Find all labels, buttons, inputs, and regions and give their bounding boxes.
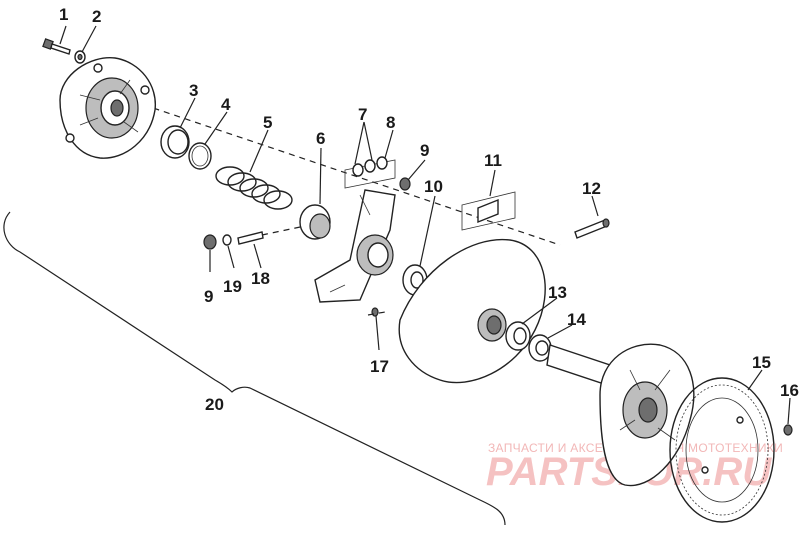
callout-2: 2: [92, 7, 101, 26]
callout-18: 18: [251, 269, 270, 288]
leader-lines: [59, 25, 791, 425]
part-19-washer: [222, 234, 232, 246]
callout-15: 15: [752, 353, 771, 372]
callout-9-lower: 9: [204, 287, 213, 306]
part-17-pin: [367, 307, 386, 317]
part-16-screw: [783, 424, 793, 436]
part-13-washer: [505, 321, 531, 351]
callout-11: 11: [484, 151, 502, 170]
part-9-nut-upper: [399, 177, 411, 191]
part-5-spring: [215, 166, 293, 210]
part-6-roller: [299, 204, 331, 240]
part-1-bolt: [42, 38, 71, 55]
callout-19: 19: [223, 277, 242, 296]
part-18-bolt: [237, 225, 306, 245]
callout-12: 12: [582, 179, 601, 198]
callout-labels: 1 2 3 4 5 6 7 8 9 10 11 12 13 14 15 16 1…: [59, 5, 799, 414]
callout-6: 6: [316, 129, 325, 148]
callout-5: 5: [263, 113, 272, 132]
callout-3: 3: [189, 81, 198, 100]
callout-7: 7: [358, 105, 367, 124]
callout-13: 13: [548, 283, 567, 302]
part-2-washer: [74, 50, 86, 64]
part-12-pin: [574, 218, 610, 239]
part-spider-arm: [314, 189, 396, 303]
part-11-clip: [461, 191, 516, 231]
part-cover-housing: [59, 57, 156, 159]
callout-8: 8: [386, 113, 395, 132]
callout-10: 10: [424, 177, 443, 196]
callout-4: 4: [221, 95, 231, 114]
callout-16: 16: [780, 381, 799, 400]
callout-14: 14: [567, 310, 586, 329]
callout-1: 1: [59, 5, 68, 24]
part-15-ring-gear: [669, 377, 775, 523]
part-3-ring: [160, 125, 190, 159]
part-4-snap-ring: [188, 142, 212, 170]
callout-17: 17: [370, 357, 389, 376]
part-7-8-spacers: [344, 156, 396, 189]
callout-9-upper: 9: [420, 141, 429, 160]
assembly-bracket: [3, 211, 506, 526]
part-movable-sheave: [398, 238, 546, 384]
part-9-nut-lower: [203, 234, 217, 250]
callout-20: 20: [205, 395, 224, 414]
